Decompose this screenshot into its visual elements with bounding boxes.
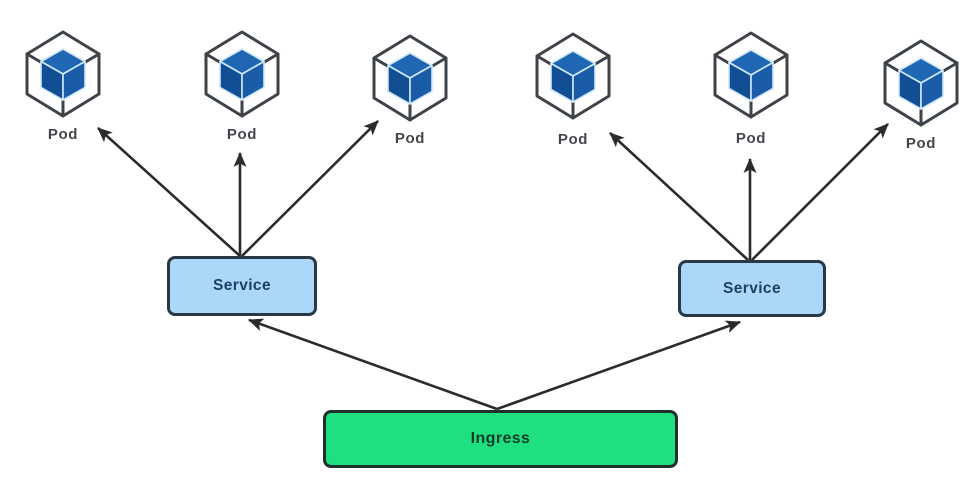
service-node-left: Service: [167, 256, 317, 316]
edge-service1-pod1: [97, 127, 241, 257]
pod-label-2: Pod: [226, 126, 258, 143]
pod-label-1: Pod: [47, 126, 79, 143]
pod-label-6: Pod: [905, 135, 937, 152]
edge-ingress-service1: [248, 318, 498, 411]
pod-label-3: Pod: [394, 130, 426, 147]
service-node-right: Service: [678, 260, 826, 317]
pod-cube-icon: [713, 31, 789, 119]
pod-cube-icon: [372, 34, 448, 122]
edge-ingress-service2: [496, 320, 741, 411]
pod-label-4: Pod: [557, 131, 589, 148]
edge-service2-pod4: [609, 132, 749, 261]
pod-cube-icon: [883, 39, 959, 127]
pod-cube-icon: [25, 30, 101, 118]
service-node-label: Service: [723, 279, 781, 297]
pod-cube-icon: [535, 32, 611, 120]
edge-service2-pod6: [751, 123, 889, 261]
ingress-node-label: Ingress: [470, 430, 531, 447]
service-node-label: Service: [213, 277, 271, 294]
edge-service1-pod3: [241, 120, 379, 257]
pod-label-5: Pod: [735, 130, 767, 147]
pod-cube-icon: [204, 30, 280, 118]
ingress-node: Ingress: [323, 410, 678, 468]
